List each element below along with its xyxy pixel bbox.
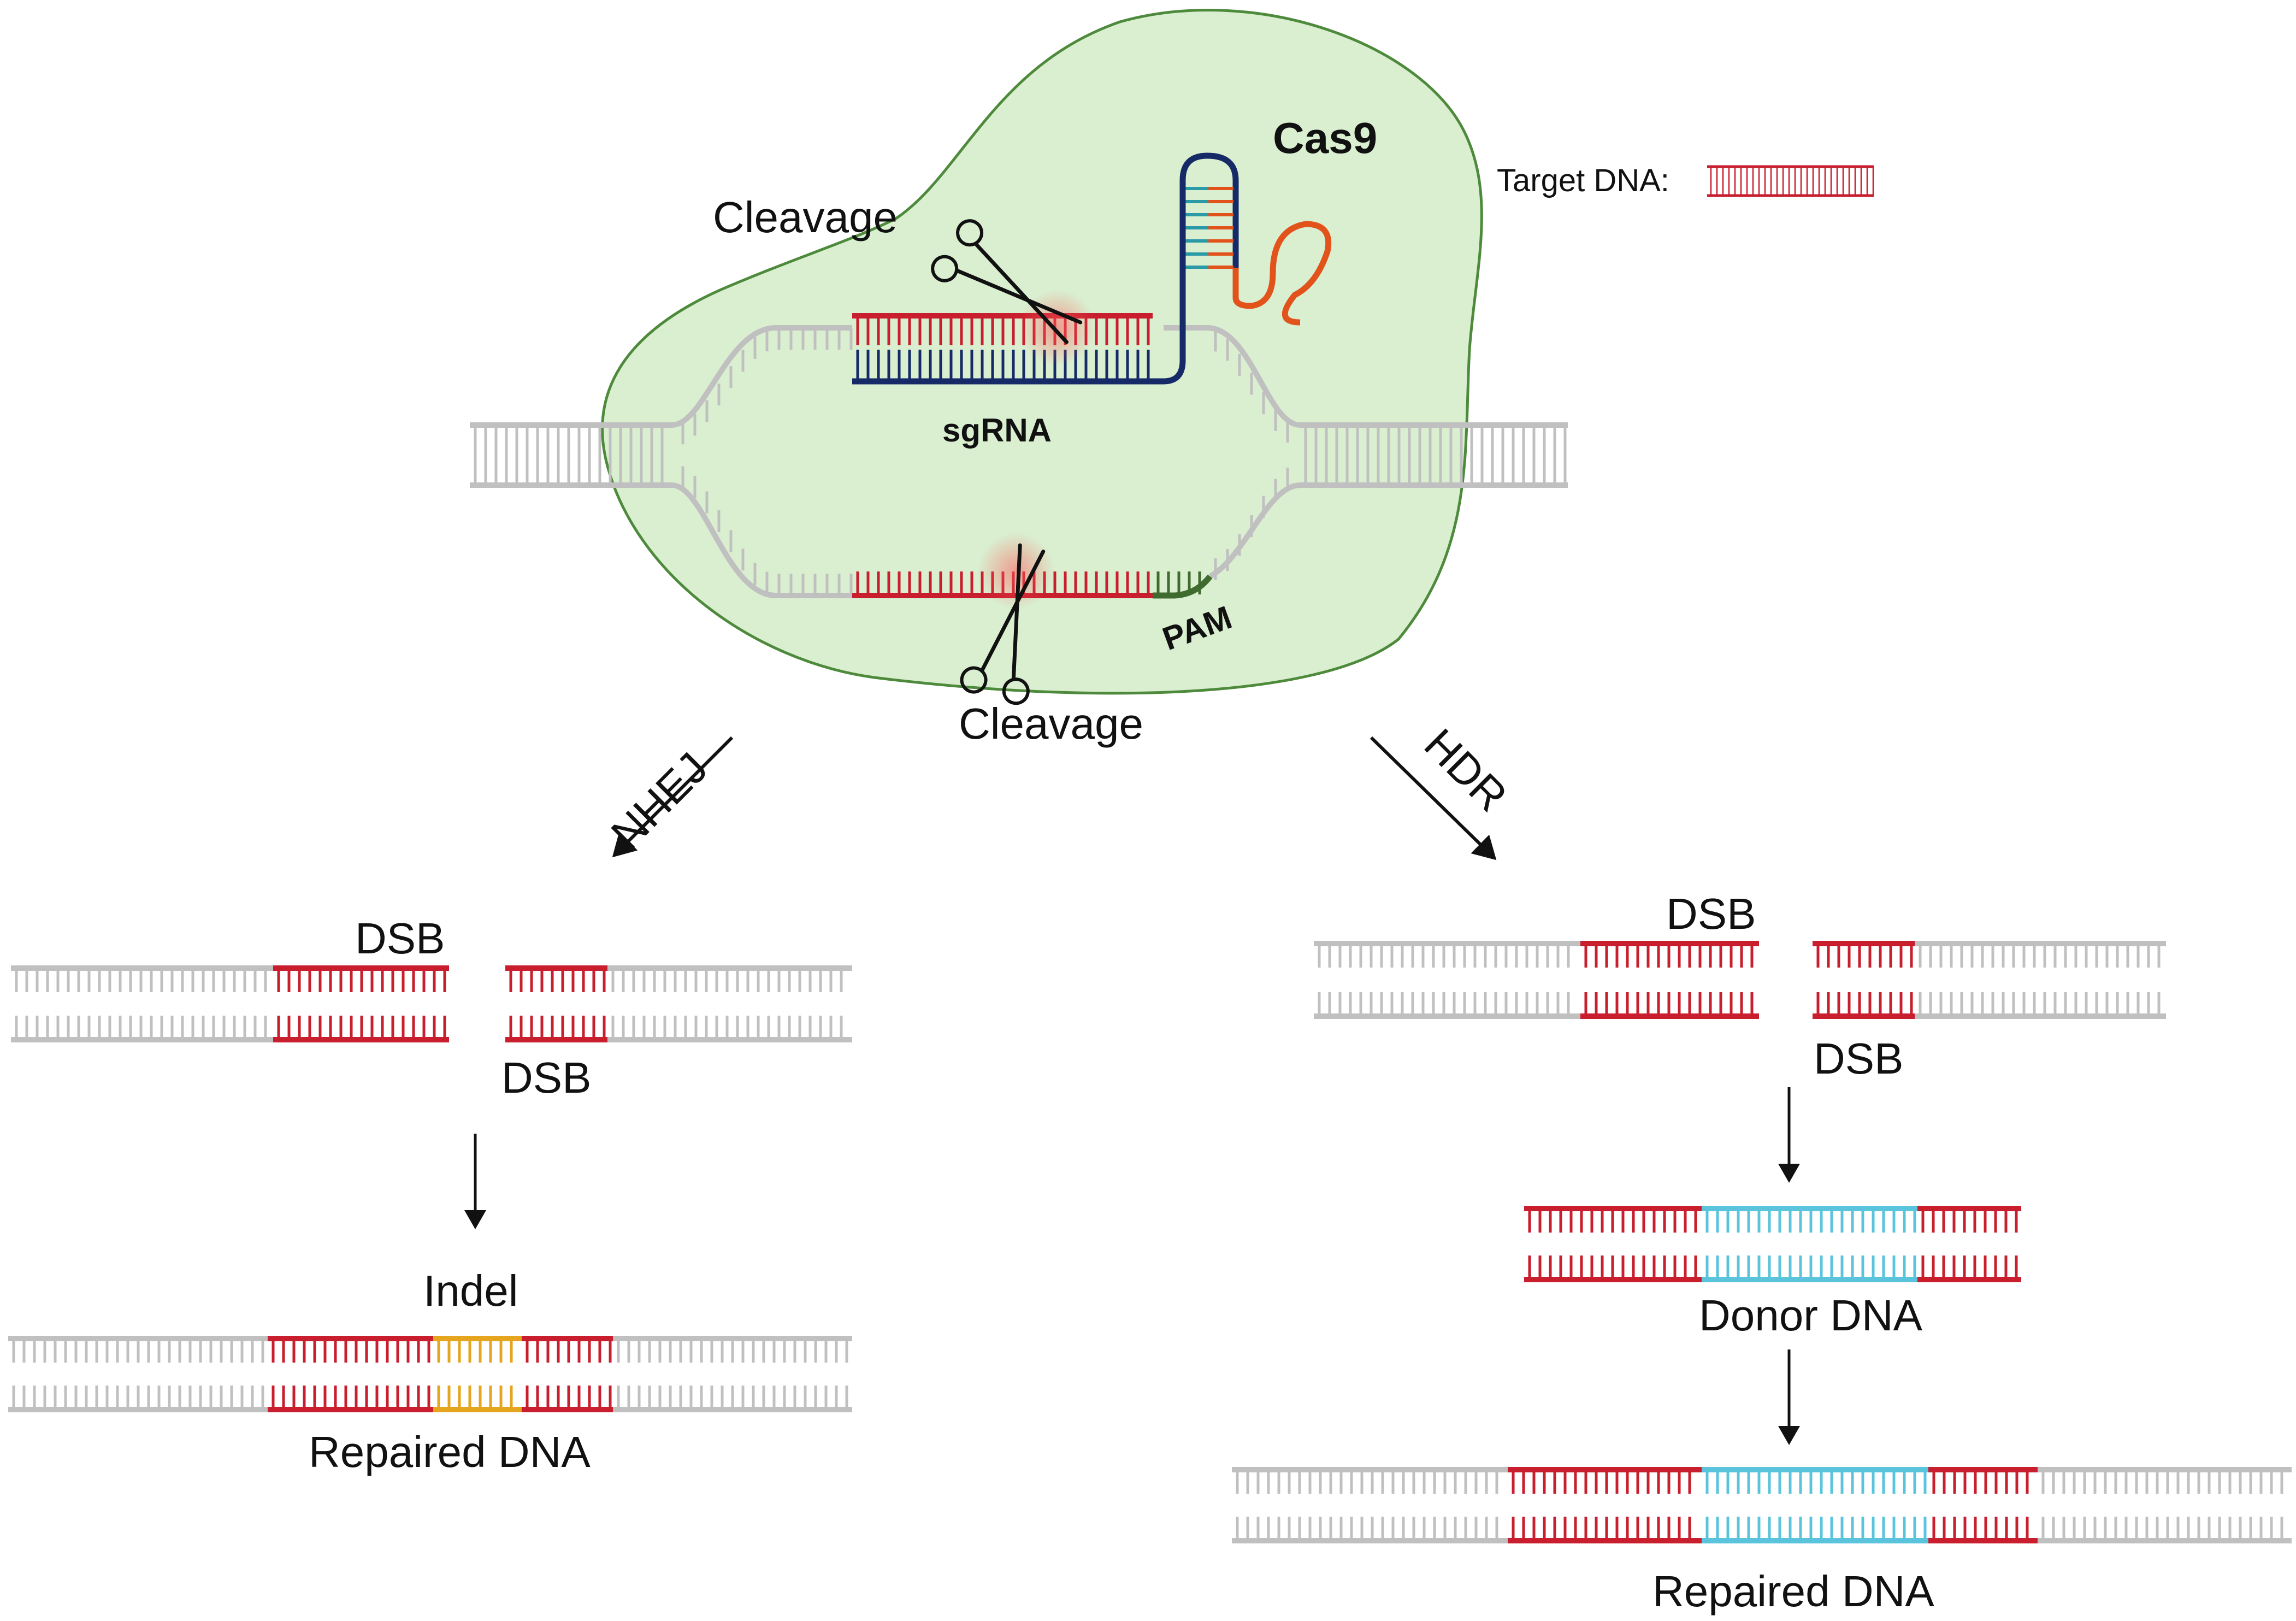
hdr-arrow — [1370, 736, 1497, 860]
hdr-dsb-right-fragment — [1813, 941, 2166, 1019]
dsb-left-bottom-label: DSB — [501, 1053, 592, 1102]
scissors-icon — [931, 219, 1083, 344]
donor-dna-label: Donor DNA — [1699, 1291, 1923, 1340]
cleavage-top-label: Cleavage — [713, 193, 898, 241]
cas9-label: Cas9 — [1273, 114, 1377, 162]
cleavage-bottom-label: Cleavage — [959, 699, 1143, 748]
hdr-repaired-dna — [1232, 1467, 2292, 1543]
dsb-right-bottom-label: DSB — [1814, 1034, 1904, 1083]
hdr-label: HDR — [1415, 720, 1516, 821]
hdr-donor-dna — [1524, 1206, 2021, 1282]
legend-target-dna-swatch — [1707, 165, 1874, 197]
nhej-repaired-dna — [8, 1336, 852, 1412]
sgrna-tail — [1232, 221, 1332, 326]
cleavage-site-bottom — [978, 533, 1054, 609]
indel-label: Indel — [423, 1266, 518, 1315]
dsb-left-top-label: DSB — [355, 914, 445, 963]
sgrna-backbone — [852, 152, 1239, 385]
repaired-dna-left-label: Repaired DNA — [309, 1428, 591, 1476]
sgrna-label: sgRNA — [942, 412, 1052, 449]
nhej-dsb-right-fragment — [505, 965, 852, 1042]
pam-segment — [1153, 574, 1213, 599]
nhej-label: NHEJ — [602, 743, 717, 858]
dna-upper-strand — [671, 325, 1301, 428]
nhej-arrow — [612, 736, 734, 858]
legend-target-dna-label: Target DNA: — [1497, 163, 1669, 198]
hdr-dsb-left-fragment — [1314, 941, 1759, 1019]
nhej-dsb-left-fragment — [11, 965, 449, 1042]
repaired-dna-right-label: Repaired DNA — [1652, 1567, 1934, 1616]
scissors-icon — [960, 543, 1046, 705]
dsb-right-top-label: DSB — [1666, 889, 1756, 938]
